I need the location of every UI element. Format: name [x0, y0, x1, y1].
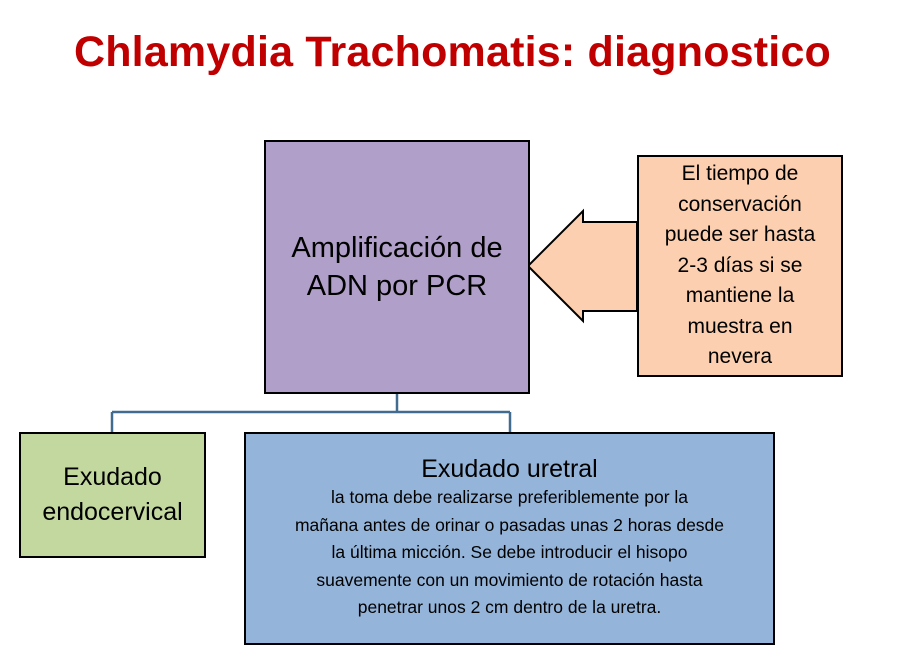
- endocervical-box: Exudado endocervical: [19, 432, 206, 558]
- pcr-box-label: Amplificación de ADN por PCR: [291, 232, 503, 302]
- conservation-note-text: El tiempo de conservación puede ser hast…: [664, 162, 816, 369]
- pcr-box: Amplificación de ADN por PCR: [264, 140, 530, 394]
- conservation-note-box: El tiempo de conservación puede ser hast…: [637, 155, 843, 377]
- urethral-title: Exudado uretral: [421, 455, 598, 483]
- slide-title: Chlamydia Trachomatis: diagnostico: [73, 28, 832, 76]
- endocervical-label: Exudado endocervical: [42, 463, 183, 526]
- callout-arrow: [526, 208, 638, 324]
- urethral-box: Exudado uretral la toma debe realizarse …: [244, 432, 775, 645]
- urethral-description: la toma debe realizarse preferiblemente …: [294, 487, 725, 617]
- tree-connector: [110, 394, 512, 432]
